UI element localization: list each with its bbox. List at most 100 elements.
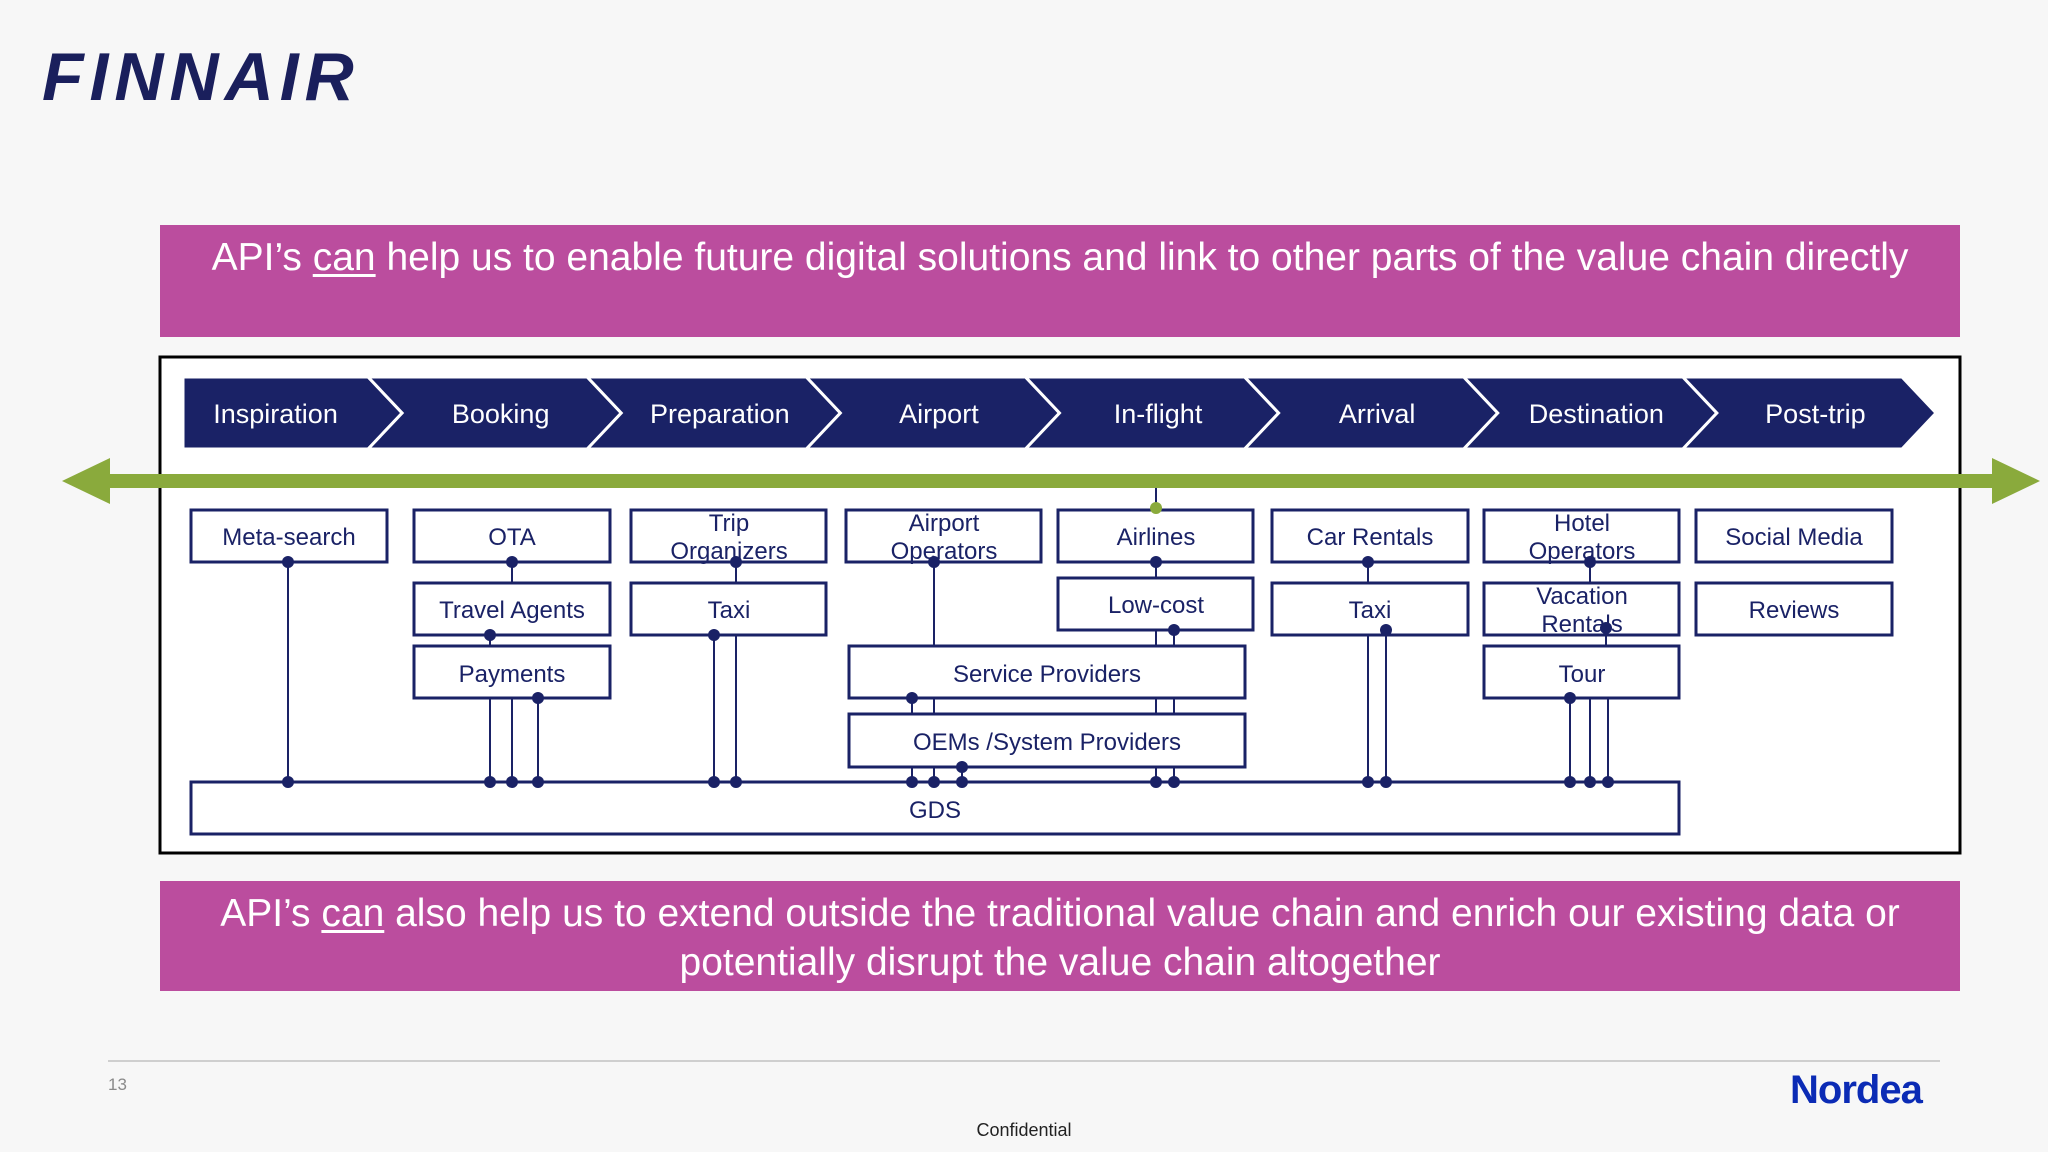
connector-dot bbox=[1362, 776, 1374, 788]
ota-box bbox=[412, 508, 612, 564]
connector-dot bbox=[1168, 624, 1180, 636]
bottom-banner: API’s can also help us to extend outside… bbox=[160, 881, 1960, 991]
connector-dot bbox=[1150, 776, 1162, 788]
connector-dot bbox=[956, 761, 968, 773]
payments-box bbox=[412, 644, 612, 700]
arrow-junction-dot bbox=[1150, 502, 1162, 514]
top-banner-rest: help us to enable future digital solutio… bbox=[375, 236, 1909, 279]
value-chain-arrow-shaft bbox=[100, 474, 2000, 488]
stage-chevron bbox=[1679, 375, 1939, 451]
connector-dot bbox=[1564, 692, 1576, 704]
tour-label: Tour bbox=[1559, 661, 1606, 688]
nordea-logo: Nordea bbox=[1790, 1068, 1923, 1112]
travel-agents-label: Travel Agents bbox=[439, 597, 585, 624]
top-banner-underlined: can bbox=[312, 236, 376, 279]
taxi-prep-label: Taxi bbox=[708, 597, 751, 624]
car-rentals-label: Car Rentals bbox=[1307, 524, 1434, 551]
connector-dot bbox=[1564, 776, 1576, 788]
connector-dot bbox=[282, 776, 294, 788]
connector-dot bbox=[730, 776, 742, 788]
tour-box bbox=[1482, 644, 1681, 700]
connector-dot bbox=[1380, 776, 1392, 788]
top-banner: API’s can help us to enable future digit… bbox=[160, 225, 1960, 337]
meta-search-box bbox=[189, 508, 389, 564]
connector-dot bbox=[956, 776, 968, 788]
meta-search-label: Meta-search bbox=[222, 524, 355, 551]
reviews-box bbox=[1694, 581, 1894, 637]
connector-dot bbox=[532, 776, 544, 788]
taxi-arrival-label: Taxi bbox=[1349, 597, 1392, 624]
top-banner-prefix: API’s bbox=[211, 236, 313, 279]
footer-divider bbox=[108, 1060, 1940, 1062]
connector-dot bbox=[708, 629, 720, 641]
connector-dot bbox=[1380, 624, 1392, 636]
bottom-banner-rest: also help us to extend outside the tradi… bbox=[384, 892, 1900, 984]
finnair-logo-text: FINNAIR bbox=[42, 40, 360, 115]
oems-label: OEMs /System Providers bbox=[913, 729, 1181, 756]
stage-label: Post-trip bbox=[1765, 399, 1866, 429]
connector-dot bbox=[484, 629, 496, 641]
connector-dot bbox=[906, 776, 918, 788]
ota-label: OTA bbox=[488, 524, 536, 551]
stage-label: Preparation bbox=[650, 399, 790, 429]
travel-agents-box bbox=[412, 581, 612, 637]
connector-dot bbox=[282, 556, 294, 568]
value-chain-arrow-left-head bbox=[62, 458, 110, 504]
taxi-prep-box bbox=[629, 581, 828, 637]
reviews-label: Reviews bbox=[1749, 597, 1840, 624]
connector-dot bbox=[1584, 556, 1596, 568]
connector-dot bbox=[506, 776, 518, 788]
gds-label: GDS bbox=[909, 797, 961, 824]
airlines-label: Airlines bbox=[1117, 524, 1196, 551]
connector-dot bbox=[1600, 622, 1612, 634]
connector-dot bbox=[906, 692, 918, 704]
hotel-operators-box bbox=[1482, 508, 1681, 564]
stage-label: Inspiration bbox=[213, 399, 338, 429]
connector-dots bbox=[282, 556, 1614, 788]
airport-operators-box bbox=[844, 508, 1043, 564]
value-chain-arrow-right-head bbox=[1992, 458, 2040, 504]
service-providers-label: Service Providers bbox=[953, 661, 1141, 688]
oems-box bbox=[847, 712, 1247, 769]
connector-dot bbox=[484, 776, 496, 788]
service-providers-box bbox=[847, 644, 1247, 700]
stage-label: Destination bbox=[1529, 399, 1664, 429]
connector-dot bbox=[708, 776, 720, 788]
trip-organizers-box bbox=[629, 508, 828, 564]
connector-dot bbox=[532, 692, 544, 704]
page-number: 13 bbox=[108, 1075, 127, 1094]
finnair-logo: FINNAIR bbox=[42, 40, 360, 115]
confidential-label: Confidential bbox=[976, 1120, 1072, 1140]
connector-dot bbox=[1362, 556, 1374, 568]
gds-box bbox=[189, 780, 1681, 836]
stage-label: Arrival bbox=[1339, 399, 1416, 429]
low-cost-label: Low-cost bbox=[1108, 592, 1204, 619]
car-rentals-box bbox=[1270, 508, 1470, 564]
stage-label: In-flight bbox=[1114, 399, 1203, 429]
social-media-box bbox=[1694, 508, 1894, 564]
connector-dot bbox=[1168, 776, 1180, 788]
connector-dot bbox=[928, 776, 940, 788]
taxi-arrival-box bbox=[1270, 581, 1470, 637]
bottom-banner-prefix: API’s bbox=[220, 892, 322, 935]
connector-dot bbox=[928, 556, 940, 568]
bottom-banner-underlined: can bbox=[321, 892, 385, 935]
connector-dot bbox=[1150, 556, 1162, 568]
node-boxes bbox=[189, 508, 1894, 836]
social-media-label: Social Media bbox=[1725, 524, 1863, 551]
connector-dot bbox=[1602, 776, 1614, 788]
vacation-rentals-box bbox=[1482, 581, 1681, 637]
payments-label: Payments bbox=[459, 661, 566, 688]
connector-dot bbox=[1584, 776, 1596, 788]
stage-label: Booking bbox=[452, 399, 550, 429]
node-labels: Meta-search OTA Travel Agents Payments T… bbox=[222, 510, 1863, 824]
connector-dot bbox=[730, 556, 742, 568]
connector-dot bbox=[506, 556, 518, 568]
low-cost-box bbox=[1056, 576, 1255, 632]
